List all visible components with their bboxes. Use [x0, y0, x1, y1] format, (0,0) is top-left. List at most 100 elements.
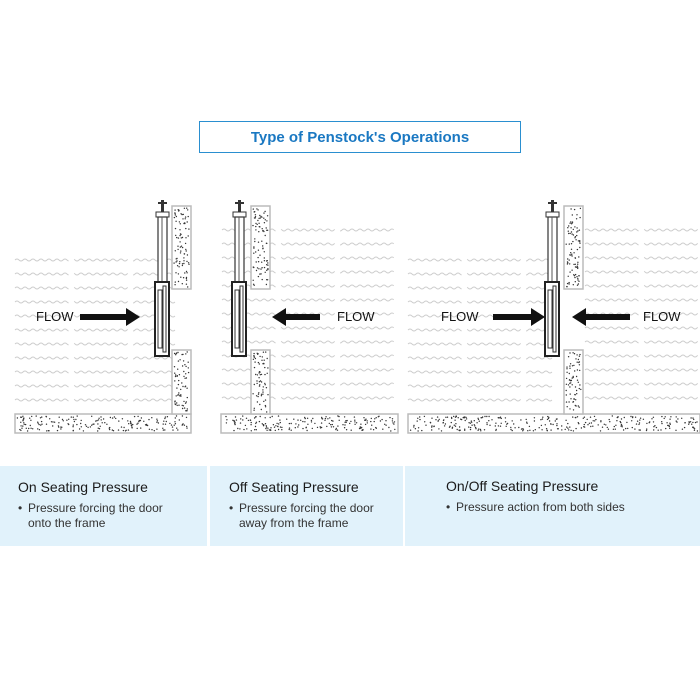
concrete-aggregate	[500, 422, 502, 424]
concrete-aggregate	[180, 250, 182, 252]
concrete-aggregate	[100, 416, 102, 418]
concrete-aggregate	[520, 419, 522, 421]
concrete-aggregate	[631, 416, 634, 419]
concrete-aggregate	[638, 429, 640, 431]
concrete-aggregate	[47, 430, 50, 432]
concrete-aggregate	[321, 417, 323, 420]
concrete-aggregate	[25, 427, 27, 429]
concrete-aggregate	[468, 422, 470, 424]
concrete-aggregate	[264, 384, 266, 386]
concrete-aggregate	[174, 375, 177, 378]
water-wave	[14, 384, 176, 388]
concrete-aggregate	[266, 372, 268, 374]
concrete-aggregate	[187, 367, 189, 369]
concrete-aggregate	[183, 260, 185, 262]
concrete-aggregate	[262, 351, 265, 353]
concrete-aggregate	[363, 417, 365, 419]
concrete-aggregate	[664, 416, 666, 418]
concrete-aggregate	[595, 418, 597, 421]
water-wave	[14, 370, 176, 374]
concrete-aggregate	[258, 420, 261, 423]
concrete-aggregate	[385, 424, 387, 426]
concrete-aggregate	[327, 418, 329, 420]
concrete-aggregate	[45, 416, 48, 418]
concrete-aggregate	[570, 243, 573, 245]
concrete-aggregate	[670, 416, 672, 418]
concrete-aggregate	[570, 252, 572, 254]
concrete-aggregate	[263, 424, 265, 426]
concrete-aggregate	[646, 422, 648, 425]
concrete-aggregate	[177, 273, 180, 275]
concrete-aggregate	[132, 423, 134, 426]
concrete-aggregate	[265, 387, 268, 389]
concrete-aggregate	[361, 426, 363, 429]
concrete-aggregate	[46, 430, 48, 432]
concrete-aggregate	[477, 417, 479, 419]
concrete-aggregate	[266, 215, 269, 217]
concrete-aggregate	[264, 271, 266, 273]
concrete-aggregate	[566, 371, 568, 373]
concrete-aggregate	[545, 428, 548, 430]
concrete-aggregate	[263, 359, 265, 361]
concrete-aggregate	[566, 426, 568, 428]
concrete-aggregate	[655, 426, 658, 429]
concrete-aggregate	[526, 422, 528, 424]
water-wave	[407, 286, 553, 290]
concrete-aggregate	[375, 417, 377, 419]
concrete-aggregate	[579, 369, 581, 372]
concrete-aggregate	[569, 393, 571, 395]
concrete-aggregate	[294, 427, 296, 429]
concrete-aggregate	[261, 267, 263, 269]
concrete-aggregate	[264, 423, 267, 425]
concrete-aggregate	[174, 213, 176, 215]
concrete-aggregate	[577, 279, 579, 281]
concrete-aggregate	[97, 419, 100, 421]
concrete-aggregate	[569, 365, 571, 367]
water-wave	[221, 340, 399, 344]
concrete-aggregate	[263, 217, 265, 219]
concrete-aggregate	[469, 428, 472, 431]
concrete-aggregate	[437, 420, 439, 422]
concrete-aggregate	[274, 429, 276, 432]
concrete-aggregate	[577, 261, 579, 263]
concrete-aggregate	[185, 377, 188, 379]
concrete-aggregate	[178, 262, 181, 265]
concrete-aggregate	[366, 420, 368, 422]
concrete-aggregate	[95, 420, 97, 422]
concrete-aggregate	[259, 374, 261, 376]
concrete-aggregate	[575, 389, 578, 392]
concrete-aggregate	[684, 422, 686, 424]
concrete-aggregate	[388, 426, 390, 429]
concrete-aggregate	[258, 371, 261, 373]
concrete-aggregate	[263, 400, 265, 403]
concrete-aggregate	[185, 416, 188, 419]
gate-stiffener	[547, 289, 553, 349]
concrete-aggregate	[264, 406, 267, 408]
concrete-aggregate	[139, 419, 141, 422]
concrete-aggregate	[50, 421, 53, 423]
concrete-aggregate	[540, 424, 543, 427]
concrete-aggregate	[669, 418, 671, 420]
water-wave	[221, 396, 399, 400]
concrete-aggregate	[569, 386, 571, 388]
concrete-block	[220, 413, 399, 434]
concrete-aggregate	[350, 429, 352, 431]
concrete-aggregate	[573, 274, 575, 276]
concrete-aggregate	[174, 281, 176, 283]
water-wave	[14, 286, 176, 290]
concrete-aggregate	[265, 242, 268, 244]
concrete-aggregate	[178, 266, 180, 268]
concrete-aggregate	[240, 418, 242, 420]
concrete-aggregate	[179, 234, 181, 237]
concrete-aggregate	[181, 246, 184, 249]
concrete-aggregate	[264, 219, 266, 221]
concrete-aggregate	[97, 427, 100, 429]
concrete-aggregate	[181, 283, 183, 285]
water-wave	[407, 356, 553, 360]
concrete-aggregate	[38, 423, 40, 426]
concrete-aggregate	[137, 415, 139, 418]
concrete-aggregate	[186, 272, 188, 274]
concrete-aggregate	[182, 353, 184, 356]
concrete-aggregate	[37, 421, 39, 423]
concrete-aggregate	[565, 377, 568, 380]
